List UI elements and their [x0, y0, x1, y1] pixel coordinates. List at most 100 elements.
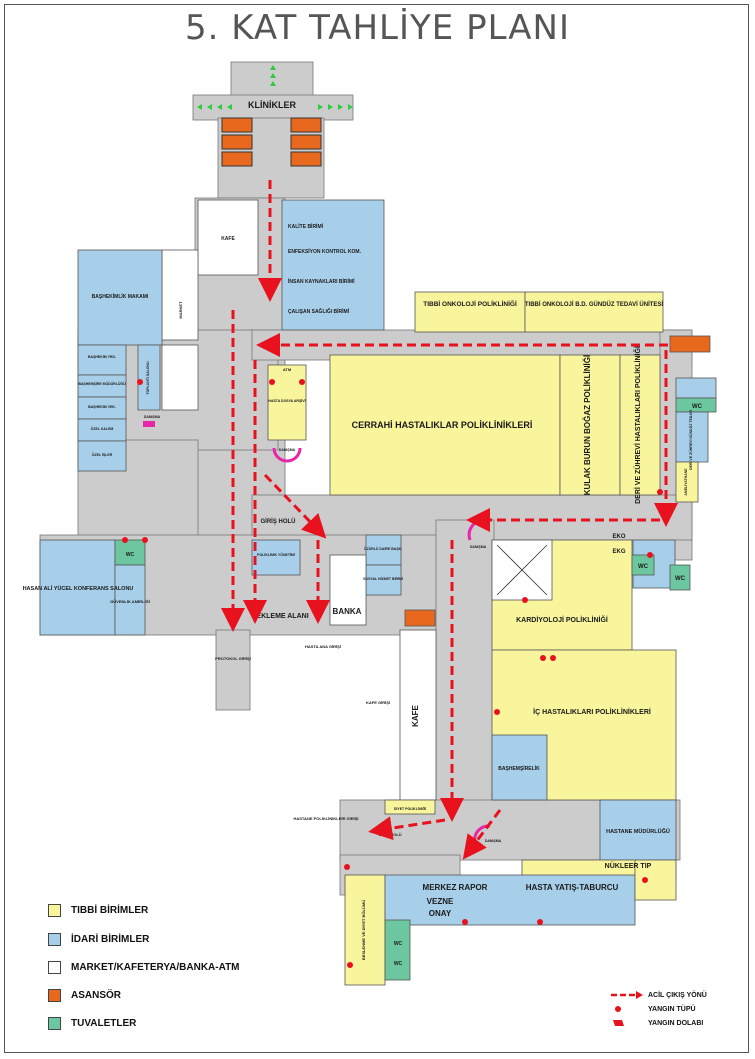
diyet-poli-room: [384, 799, 436, 815]
bashekim-yrd-label: BAŞHEKİM YRD.: [88, 355, 116, 359]
eko-label: EKO: [612, 534, 625, 540]
page-title: 5. KAT TAHLİYE PLANI: [184, 8, 571, 48]
danisma-3-label: DANIŞMA: [485, 839, 502, 843]
atm-label: ATM: [283, 367, 292, 372]
ic-hastaliklar-label: İÇ HASTALIKLARI POLİKLİNİKLERİ: [533, 708, 651, 716]
upper-rooms: [77, 199, 385, 472]
ozurlu-label: ÖZÜRLÜ DAİRE BAŞK.: [364, 547, 402, 551]
bekleme-label: BEKLEME ALANI: [251, 613, 308, 620]
kalite-label: KALİTE BİRİMİ: [288, 223, 324, 230]
ozel-isler-label: ÖZEL İŞLER: [92, 453, 113, 457]
poliklinik-yon-label: POLİKLİNİK YÖNETİMİ: [257, 553, 295, 557]
wc-mid-2: [669, 564, 691, 591]
elevator-3: [221, 151, 253, 167]
elevator-6: [290, 151, 322, 167]
tibbi-onkoloji-label: TIBBİ ONKOLOJİ POLİKLİNİĞİ: [423, 299, 517, 308]
bashekimlik-room: [77, 249, 163, 346]
legend-fire-extinguisher: YANGIN TÜPÜ: [610, 1004, 696, 1014]
legend-elevator: ASANSÖR: [48, 988, 121, 1002]
hasta-yatis-label: HASTA YATIŞ-TABURCU: [526, 883, 619, 892]
klinikler-label: KLİNİKLER: [248, 100, 296, 110]
deri-label: DERİ VE ZÜHREVİ HASTALIKLARI POLİKLİNİĞİ: [633, 346, 642, 504]
tibbi-onkoloji-room: [414, 291, 526, 333]
ozurlu-room: [365, 534, 402, 566]
beslenme-label: BESLENME VE DİYET BÖLÜMÜ: [361, 900, 366, 960]
wc-bottom: [384, 919, 411, 981]
elevator-mid: [404, 609, 436, 627]
legend-market-swatch: [48, 960, 61, 974]
klinikler-block: KLİNİKLER: [197, 65, 353, 167]
legend-fire-cabinet-label: YANGIN DOLABI: [648, 1019, 704, 1027]
kardiyoloji-label: KARDİYOLOJİ POLİKLİNİĞİ: [516, 615, 608, 624]
kafe-top-room: [197, 199, 259, 276]
legend-elevator-label: ASANSÖR: [71, 989, 122, 1001]
elevator-1: [221, 117, 253, 133]
legend-toilet: TUVALETLER: [48, 1016, 136, 1030]
legend-elevator-swatch: [48, 988, 61, 1002]
elevator-5: [290, 134, 322, 150]
legend-exit-route: ACİL ÇIKIŞ YÖNÜ: [610, 990, 707, 1000]
elevator-right-group: [290, 117, 322, 167]
kbb-room: [559, 354, 621, 496]
onay-label: ONAY: [429, 909, 452, 918]
gunduz-room: [524, 291, 664, 333]
toplanti-room: [137, 344, 161, 411]
legend-medical-label: TIBBİ BİRİMLER: [71, 904, 149, 916]
calisan-label: ÇALIŞAN SAĞLIĞI BİRİMİ: [288, 307, 350, 315]
kafe-mid-room: [399, 629, 437, 801]
bashemsirelik-label: BAŞHEMŞİRELİK: [498, 765, 540, 772]
vezne-label: VEZNE: [427, 897, 454, 906]
ozel-kalem-label: ÖZEL KALEM: [91, 427, 114, 431]
bashemsire-mud-label: BAŞHEMŞİRE MÜDÜRLÜĞÜ: [78, 381, 126, 386]
kbb-label: KULAK BURUN BOĞAZ POLİKLİNİĞİ: [583, 355, 592, 495]
nukleer-label: NÜKLEER TIP: [605, 861, 652, 870]
merkez-rapor-label: MERKEZ RAPOR: [423, 883, 488, 892]
kalite-block: [281, 199, 385, 331]
guvenlik-room: [114, 564, 146, 636]
wc-bottom-label: WC: [394, 941, 403, 947]
deri-room: [619, 354, 661, 496]
ameliyat-label: AMELİYATHANE: [684, 468, 688, 496]
wc-right-top-label: WC: [692, 404, 703, 410]
market-room: [161, 249, 199, 341]
hasan-ali-room: [39, 539, 116, 636]
wc-mid-2-label: WC: [675, 576, 686, 582]
kafe-giris-label: KAFE GİRİŞİ: [366, 700, 390, 705]
ekg-label: EKG: [612, 549, 625, 555]
guvenlik-label: GÜVENLİK AMİRLİĞİ: [110, 599, 150, 604]
poliklinik-yon-room: [251, 539, 301, 576]
legend-medical: TIBBİ BİRİMLER: [48, 903, 148, 917]
hastane-mud-room: [599, 799, 677, 861]
giris-holu-2-label: GİRİŞ HOLÜ: [378, 832, 401, 837]
hasta-dosya-room: [267, 364, 307, 441]
danisma-2-label: DANIŞMA: [470, 545, 487, 549]
diyet-poli-label: DİYET POLİKLİNİĞİ: [394, 806, 426, 811]
danisma-1-label: DANIŞMA: [279, 448, 296, 452]
wc-left: [114, 539, 146, 566]
legend-admin-swatch: [48, 932, 61, 946]
hasta-dosya-label: HASTA DOSYA ARŞİVİ: [268, 399, 305, 403]
cerrahi-room: [329, 354, 561, 496]
wc-bottom-2-label: WC: [394, 961, 403, 967]
legend-exit-route-label: ACİL ÇIKIŞ YÖNÜ: [648, 991, 707, 999]
legend-toilet-swatch: [48, 1016, 61, 1030]
cerrahi-label: CERRAHİ HASTALIKLAR POLİKLİNİKLERİ: [352, 420, 533, 430]
legend-admin: İDARİ BİRİMLER: [48, 932, 149, 946]
legend-market-label: MARKET/KAFETERYA/BANKA-ATM: [71, 961, 240, 973]
insan-label: İNSAN KAYNAKLARI BİRİMİ: [288, 278, 355, 285]
enfeksiyon-label: ENFEKSİYON KONTROL KOM.: [288, 248, 362, 255]
protokol-label: PROTOKOL GİRİŞİ: [215, 656, 251, 661]
map-frame: [4, 4, 749, 1053]
legend-toilet-label: TUVALETLER: [71, 1017, 137, 1029]
bashekimlik-label: BAŞHEKİMLİK MAKAMI: [92, 293, 149, 300]
hasan-ali-label: HASAN ALİ YÜCEL KONFERANS SALONU: [23, 585, 134, 592]
danisma-desk-top: [143, 421, 155, 427]
onkoloji-row: [414, 291, 664, 333]
legend-fire-extinguisher-label: YANGIN TÜPÜ: [648, 1005, 696, 1013]
fire-points: [122, 379, 663, 968]
elevator-left-group: [221, 117, 253, 167]
market-label: MARKET: [178, 301, 183, 319]
banka-room: [329, 554, 367, 626]
wc-mid: [631, 554, 655, 576]
